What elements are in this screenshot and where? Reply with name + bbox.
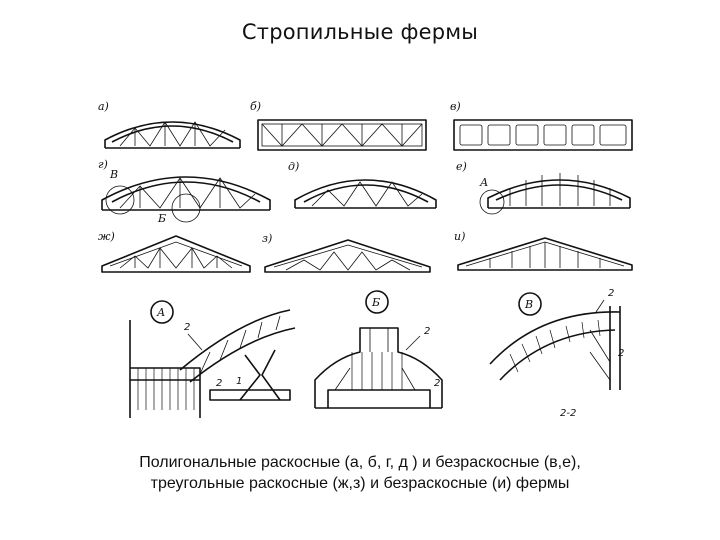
label-a: а) xyxy=(98,100,109,113)
node-label-b: Б xyxy=(157,212,166,225)
slide-title: Стропильные фермы xyxy=(241,20,479,44)
truss-d xyxy=(294,179,437,209)
detail-v: В 2 2 2-2 xyxy=(489,288,624,419)
detail-a-mark-1: 1 xyxy=(236,376,242,387)
caption-line-1: Полигональные раскосные (а, б, г, д ) и … xyxy=(139,454,581,471)
label-z: з) xyxy=(262,232,272,245)
detail-b: Б 2 2 xyxy=(314,290,443,409)
label-e: е) xyxy=(456,160,467,173)
label-i: и) xyxy=(454,230,465,243)
label-zh: ж) xyxy=(98,230,115,243)
detail-a: А 2 1 2 xyxy=(129,300,296,418)
truss-g xyxy=(101,176,271,223)
label-b: б) xyxy=(250,100,261,113)
label-g: г) xyxy=(98,158,108,171)
label-v: в) xyxy=(450,100,461,113)
truss-a xyxy=(104,121,241,149)
callout-a: А xyxy=(156,306,165,319)
truss-i xyxy=(457,237,633,271)
truss-z xyxy=(264,239,431,273)
node-label-v: В xyxy=(109,168,118,181)
callout-b: Б xyxy=(371,296,380,309)
caption-line-2: треугольные раскосные (ж,з) и безраскосн… xyxy=(150,475,570,492)
detail-b-mark-2: 2 xyxy=(424,326,430,337)
detail-v-scale: 2-2 xyxy=(560,408,576,419)
detail-v-mark-2: 2 xyxy=(608,288,614,299)
detail-a-mark-2: 2 xyxy=(184,322,190,333)
detail-a-mark-2b: 2 xyxy=(216,378,222,389)
label-d: д) xyxy=(288,160,299,173)
truss-diagram-svg: а) б) в) г) В Б д) xyxy=(98,100,633,419)
detail-b-mark-2b: 2 xyxy=(434,378,440,389)
callout-v: В xyxy=(524,298,533,311)
truss-e xyxy=(479,173,631,215)
detail-v-mark-2b: 2 xyxy=(618,348,624,359)
node-label-a: А xyxy=(479,176,488,189)
truss-v xyxy=(453,119,633,151)
truss-diagram: а) б) в) г) В Б д) xyxy=(90,90,650,420)
truss-zh xyxy=(101,235,251,273)
figure-caption: Полигональные раскосные (а, б, г, д ) и … xyxy=(0,452,720,494)
truss-b xyxy=(257,119,427,151)
